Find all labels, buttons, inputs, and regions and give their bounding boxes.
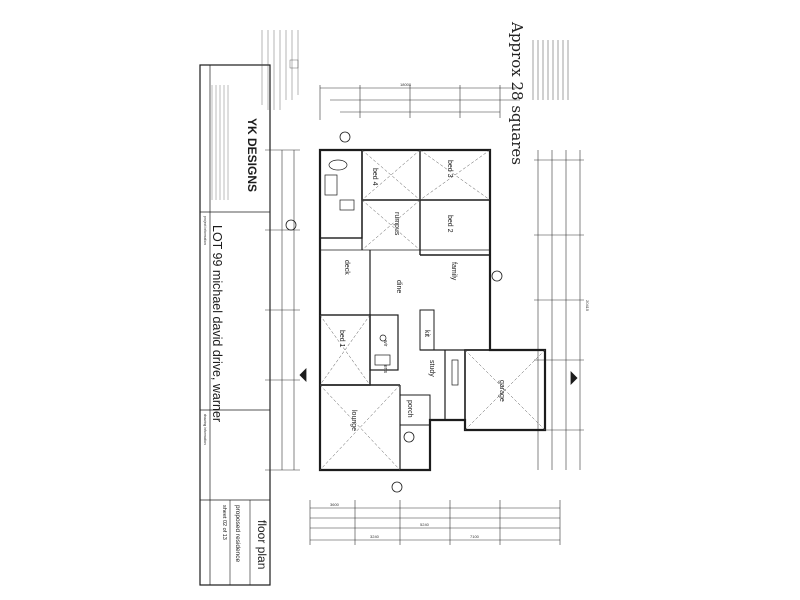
- dim-seg-b: 5240: [420, 522, 430, 527]
- room-label: porch: [406, 400, 413, 418]
- handwritten-area-note: Approx 28 squares: [508, 21, 526, 165]
- dim-overall-width: 20415: [585, 300, 590, 312]
- section-marker-bottom: [391, 481, 403, 493]
- section-marker-mid: [403, 431, 415, 443]
- room-label: garage: [498, 380, 505, 402]
- section-markers: [285, 131, 578, 493]
- dimension-labels: 18000 20415 3600 5240 7100 3240: [330, 82, 590, 539]
- drawing-title: floor plan: [255, 520, 269, 569]
- description: proposed residence: [234, 505, 241, 562]
- floor-plan: [318, 148, 547, 472]
- room-label: bed 3: [446, 160, 453, 178]
- project-title: LOT 99 michael david drive, warner: [210, 225, 224, 422]
- room-labels: bed 4 bed 3 bed 2 rumpus family deck din…: [338, 160, 505, 431]
- room-label: lounge: [350, 410, 357, 431]
- room-label: deck: [343, 260, 350, 275]
- dim-seg-a: 3600: [330, 502, 340, 507]
- room-label: bed 4: [371, 168, 378, 186]
- project-info-label: project information: [203, 216, 207, 245]
- sheet-number: sheet 02 of 13: [221, 505, 227, 540]
- room-label: family: [450, 262, 457, 281]
- room-label: kit: [423, 330, 430, 337]
- dim-seg-c: 7100: [470, 534, 480, 539]
- drawing-info-label: drawing information: [203, 414, 207, 445]
- title-block-text: YK DESIGNS project information LOT 99 mi…: [203, 118, 269, 569]
- room-label: rumpus: [393, 212, 400, 236]
- dim-seg-d: 3240: [370, 534, 380, 539]
- room-label: wir: [382, 340, 388, 347]
- notes-block: [261, 30, 299, 110]
- area-schedule: [532, 40, 569, 100]
- section-marker-right: [491, 270, 503, 282]
- section-marker-top: [339, 131, 351, 143]
- roof-lines: [319, 149, 546, 471]
- room-label: study: [428, 360, 435, 377]
- dimension-lines: [265, 85, 584, 545]
- dim-overall-length: 18000: [400, 82, 412, 87]
- room-label: bed 1: [338, 330, 345, 348]
- room-label: bed 2: [446, 215, 453, 233]
- section-marker-left: [285, 219, 297, 231]
- room-label: ens: [382, 365, 388, 374]
- room-label: dine: [395, 280, 402, 293]
- fixtures: [324, 159, 459, 386]
- company-name: YK DESIGNS: [245, 118, 259, 192]
